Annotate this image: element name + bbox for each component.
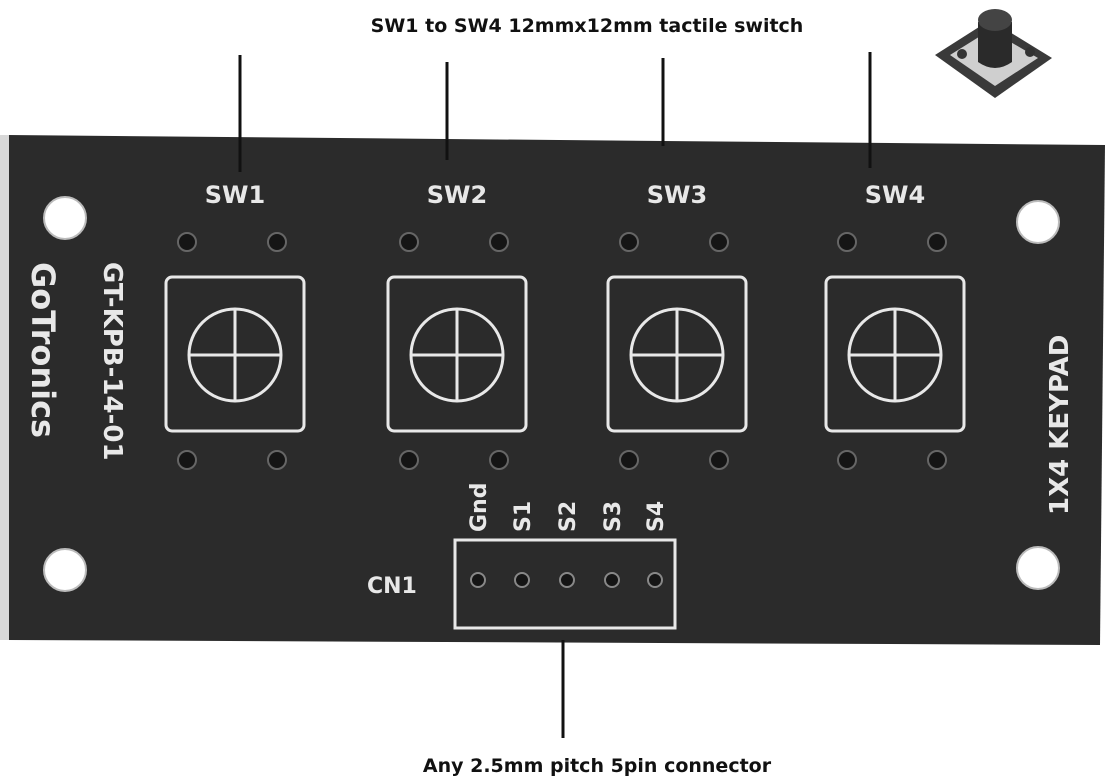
connector-pin [647, 572, 663, 588]
brand-text: GoTronics [24, 262, 62, 438]
mounting-holes [43, 196, 1060, 592]
mounting-hole [1016, 546, 1060, 590]
leader-lines [238, 52, 872, 738]
pin-label: S4 [644, 501, 669, 532]
through-hole [267, 450, 287, 470]
top-annotation: SW1 to SW4 12mmx12mm tactile switch [371, 15, 804, 37]
mounting-hole [43, 196, 87, 240]
through-hole [399, 232, 419, 252]
mounting-hole [1016, 200, 1060, 244]
part-number-text: GT-KPB-14-01 [97, 262, 127, 461]
through-hole [837, 232, 857, 252]
switch-label: SW1 [205, 181, 265, 209]
board-edge [0, 135, 9, 640]
switch-footprint-2: SW2 [386, 181, 528, 470]
through-hole [619, 450, 639, 470]
through-hole [399, 450, 419, 470]
pin-label: S3 [601, 501, 626, 532]
connector-pin [604, 572, 620, 588]
pin-label: S2 [556, 501, 581, 532]
switch-label: SW3 [647, 181, 707, 209]
mounting-hole [43, 548, 87, 592]
through-hole [927, 450, 947, 470]
switch-label: SW2 [427, 181, 487, 209]
board-title-text: 1X4 KEYPAD [1045, 335, 1075, 515]
through-hole [489, 232, 509, 252]
switch-outline [606, 275, 748, 433]
through-hole [489, 450, 509, 470]
connector-label: CN1 [367, 574, 417, 599]
connector-pin [559, 572, 575, 588]
pin-label: S1 [511, 501, 536, 532]
switch-outline [386, 275, 528, 433]
switch-outline [824, 275, 966, 433]
switch-footprint-4: SW4 [824, 181, 966, 470]
connector-pin [470, 572, 486, 588]
through-hole [177, 450, 197, 470]
through-hole [927, 232, 947, 252]
tactile-switch-photo [935, 9, 1052, 98]
connector-outline [453, 538, 677, 630]
switch-footprint-1: SW1 [164, 181, 306, 470]
through-hole [177, 232, 197, 252]
switch-label: SW4 [865, 181, 925, 209]
through-hole [267, 232, 287, 252]
through-hole [709, 450, 729, 470]
through-hole [709, 232, 729, 252]
through-hole [619, 232, 639, 252]
switch-outline [164, 275, 306, 433]
through-hole [837, 450, 857, 470]
pcb-board [8, 135, 1105, 645]
connector-pin [514, 572, 530, 588]
switch-footprint-3: SW3 [606, 181, 748, 470]
bottom-annotation: Any 2.5mm pitch 5pin connector [423, 755, 772, 777]
pin-label: Gnd [467, 483, 492, 532]
